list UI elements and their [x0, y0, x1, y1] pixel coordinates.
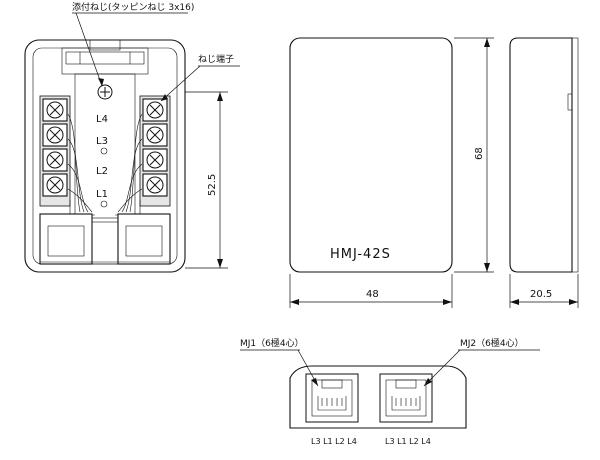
center-clip — [91, 221, 119, 265]
screw-terminal-icon — [142, 148, 168, 172]
mj2-label: MJ2（6極4心） — [460, 337, 524, 349]
internal-wiring — [67, 113, 143, 216]
cover-outline — [289, 37, 453, 273]
screw-terminal-icon — [42, 123, 68, 147]
screw-terminal-icon — [42, 148, 68, 172]
screw-terminal-icon — [42, 173, 68, 197]
screw-callout-label: 添付ねじ(タッピンねじ 3x16) — [72, 2, 194, 13]
bottom-outline — [289, 365, 467, 429]
jack1-pin-labels: L3 L1 L2 L4 — [311, 437, 357, 446]
l3-hole — [100, 147, 108, 155]
label-l1: L1 — [96, 189, 108, 200]
screw-terminal-icon — [142, 173, 168, 197]
terminal-callout-label: ねじ端子 — [198, 53, 234, 65]
modular-jack-2 — [379, 373, 433, 423]
dim-20-5: 20.5 — [530, 289, 552, 300]
side-view: 20.5 — [509, 37, 579, 308]
model-name: HMJ-42S — [330, 247, 391, 262]
side-base-edge — [571, 37, 579, 273]
modular-jack-1 — [305, 373, 359, 423]
dim-52-5: 52.5 — [207, 174, 218, 196]
screw-terminal-icon — [42, 98, 68, 122]
side-outline — [509, 37, 573, 273]
jack-housing-left — [39, 213, 93, 265]
dim-68: 68 — [474, 147, 485, 160]
jack-housing-right — [117, 213, 171, 265]
bottom-view: MJ1（6極4心） MJ2（6極4心） L3 L1 L2 L4 L3 L1 L2… — [240, 337, 540, 446]
l1-hole — [100, 200, 108, 208]
screw-terminal-icon — [142, 123, 168, 147]
mj1-label: MJ1（6極4心） — [240, 337, 304, 349]
label-l2: L2 — [96, 166, 108, 177]
label-l4: L4 — [96, 114, 108, 125]
screw-terminal-icon — [142, 98, 168, 122]
mounting-screw-icon — [97, 84, 113, 100]
cover-view: HMJ-42S 48 68 — [289, 37, 494, 308]
label-l3: L3 — [96, 136, 108, 147]
front-view: L4 L3 L2 L1 — [24, 2, 240, 273]
top-notch — [89, 39, 121, 51]
dim-48: 48 — [366, 289, 379, 300]
jack2-pin-labels: L3 L1 L2 L4 — [385, 437, 431, 446]
